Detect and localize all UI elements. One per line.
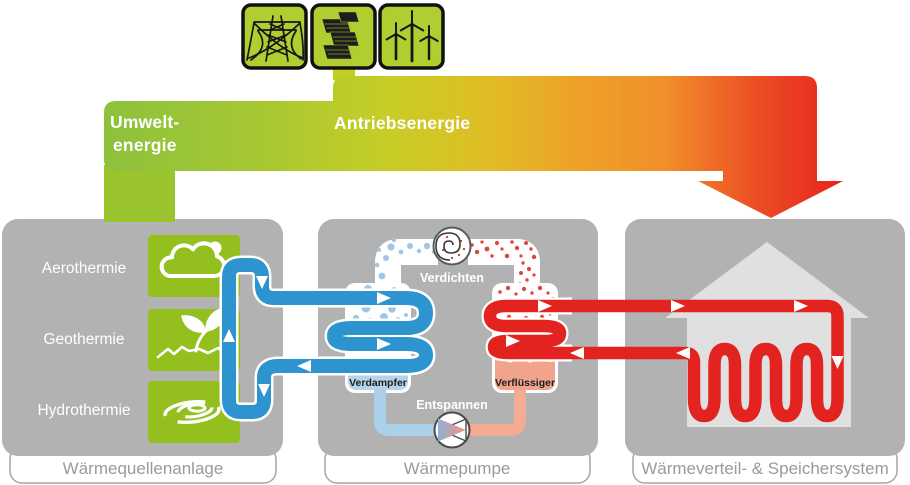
heating-pipe xyxy=(483,299,844,423)
vapor-channel-cold xyxy=(375,239,438,292)
arrow-left-house-return xyxy=(676,347,690,359)
arrow-right-supply-1 xyxy=(671,300,685,312)
water-ripples-icon xyxy=(163,399,221,425)
energy-source-icons xyxy=(241,3,445,70)
geothermie-label: Geothermie xyxy=(44,331,125,348)
expansion-valve xyxy=(433,411,471,449)
refrigerant-vapor-channels xyxy=(375,239,540,292)
expansion-pipe-cold xyxy=(374,390,436,436)
evaporator-label: Verdampfer xyxy=(349,377,407,389)
vapor-dots-blue xyxy=(374,237,436,280)
environment-energy-label-1: Umwelt- xyxy=(110,112,179,132)
arrow-right-cond-2 xyxy=(538,300,552,312)
arrow-right-evap-2 xyxy=(377,338,391,350)
gradient-arrow-band xyxy=(104,76,843,218)
distribution-panel-title: Wärmeverteil- & Speichersystem xyxy=(641,459,889,478)
environment-energy-stub xyxy=(104,165,175,222)
solar-panel-icon xyxy=(310,3,377,70)
arrow-up-loop-left xyxy=(223,329,235,342)
arrow-right-evap-1 xyxy=(377,292,391,304)
compressor xyxy=(432,226,472,266)
heating-circuit xyxy=(481,297,844,423)
pump-panel-title: Wärmepumpe xyxy=(404,459,511,478)
arrow-right-supply-2 xyxy=(794,300,808,312)
condenser-liquid xyxy=(495,357,555,390)
house-roof xyxy=(665,242,869,318)
arrow-down-loop-return xyxy=(258,384,270,397)
compress-label: Verdichten xyxy=(420,271,484,285)
arrow-down-house xyxy=(831,356,844,369)
expansion-pipes xyxy=(374,390,526,436)
source-panel-title: Wärmequellenanlage xyxy=(63,459,224,478)
expand-label: Entspannen xyxy=(416,398,488,412)
hydrothermie-label: Hydrothermie xyxy=(37,402,130,419)
power-grid-icon xyxy=(241,3,308,70)
wind-turbine-icon xyxy=(378,3,445,70)
aerothermie-label: Aerothermie xyxy=(42,260,126,277)
arrow-left-brine-return xyxy=(297,360,311,372)
compressor-dots xyxy=(441,235,466,260)
expansion-pipe-hot xyxy=(468,390,526,436)
flow-arrows xyxy=(223,276,844,397)
compressor-spiral xyxy=(435,232,461,261)
arrow-left-cond-return xyxy=(570,347,584,359)
sprout-icon xyxy=(156,307,228,359)
energy-flow-arrow: Umwelt- energie Antriebsenergie xyxy=(104,58,843,222)
environment-energy-label-2: energie xyxy=(113,135,177,155)
valve-triangle-left xyxy=(438,418,466,442)
vapor-channel-hot xyxy=(468,239,540,292)
drive-energy-label: Antriebsenergie xyxy=(334,113,470,133)
arrow-down-loop-top xyxy=(256,276,268,289)
arrow-right-cond-1 xyxy=(506,335,520,347)
condenser-label: Verflüssiger xyxy=(495,377,555,389)
